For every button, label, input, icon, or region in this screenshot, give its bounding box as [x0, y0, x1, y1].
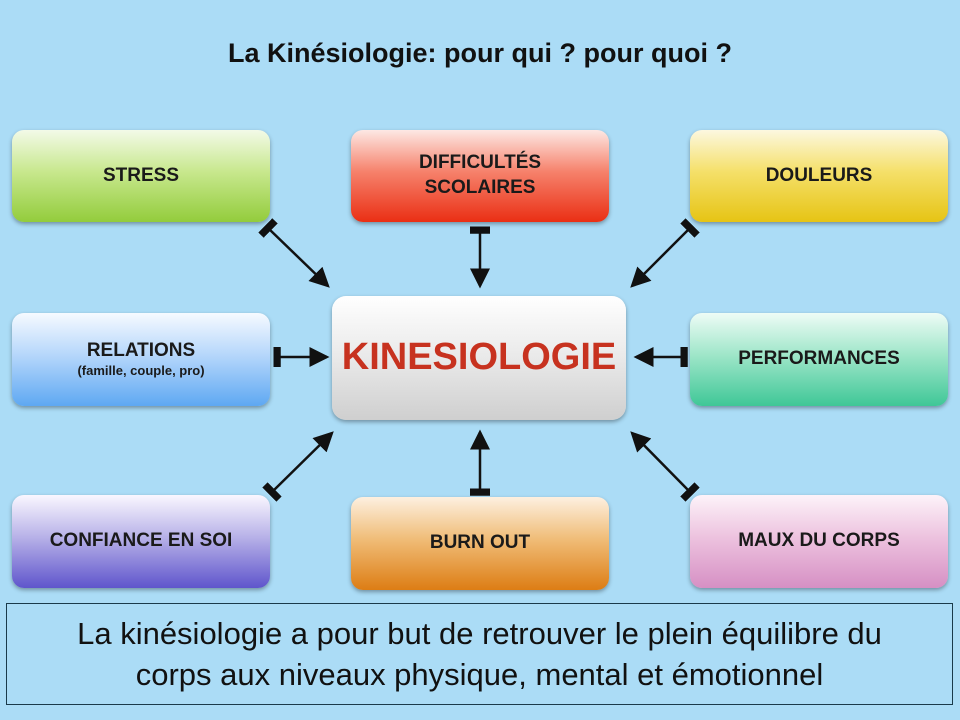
node-burn-out: BURN OUT — [351, 497, 609, 590]
node-label: CONFIANCE EN SOI — [49, 530, 233, 552]
node-label: MAUX DU CORPS — [738, 530, 900, 552]
summary-line-2: corps aux niveaux physique, mental et ém… — [135, 657, 824, 692]
node-label: STRESS — [102, 164, 180, 186]
node-label: DOULEURS — [765, 164, 873, 186]
node-stress: STRESS — [12, 130, 270, 222]
node-confiance-en-soi: CONFIANCE EN SOI — [12, 495, 270, 588]
center-label: KINESIOLOGIE — [341, 336, 617, 379]
node-label: SCOLAIRES — [424, 177, 536, 198]
summary-box: La kinésiologie a pour but de retrouver … — [6, 603, 953, 705]
arrow-douleurs — [630, 218, 700, 288]
node-label: PERFORMANCES — [738, 348, 900, 370]
node-difficultes-scolaires: DIFFICULTÉS SCOLAIRES — [351, 130, 609, 222]
node-sublabel: (famille, couple, pro) — [77, 363, 205, 379]
node-kinesiologie: KINESIOLOGIE — [332, 296, 626, 420]
arrow-confiance — [262, 431, 334, 502]
node-maux-du-corps: MAUX DU CORPS — [690, 495, 948, 588]
node-label: RELATIONS — [86, 339, 196, 361]
node-label: DIFFICULTÉS — [418, 152, 542, 174]
node-label: BURN OUT — [429, 532, 531, 554]
page-title: La Kinésiologie: pour qui ? pour quoi ? — [228, 38, 732, 68]
arrow-stress — [258, 218, 330, 288]
summary-line-1: La kinésiologie a pour but de retrouver … — [77, 616, 882, 651]
node-performances: PERFORMANCES — [690, 313, 948, 406]
node-relations: RELATIONS (famille, couple, pro) — [12, 313, 270, 406]
arrow-maux — [630, 431, 700, 502]
node-douleurs: DOULEURS — [690, 130, 948, 222]
